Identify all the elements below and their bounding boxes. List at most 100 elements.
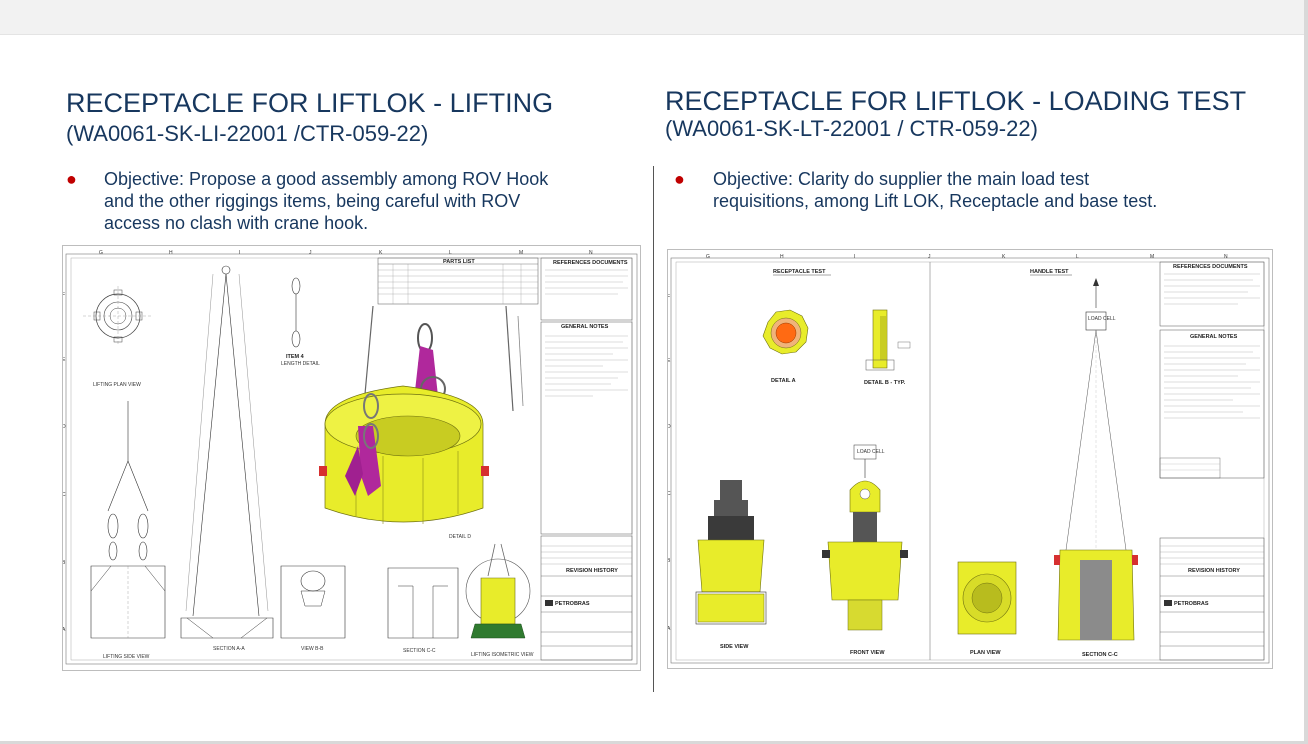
right-petrobras-logo-icon xyxy=(1164,600,1172,606)
right-general-notes: GENERAL NOTES xyxy=(1159,329,1265,479)
right-plan-view: PLAN VIEW xyxy=(957,561,1017,656)
right-row-label: D xyxy=(668,424,671,430)
left-parts-list-title: PARTS LIST xyxy=(443,259,475,265)
left-length-detail-label: LENGTH DETAIL xyxy=(281,361,320,367)
left-general-notes-title: GENERAL NOTES xyxy=(561,324,609,330)
right-row-label: A xyxy=(668,626,671,632)
left-col-label: I xyxy=(239,250,240,256)
left-drawing-svg: G H I J K L M N F E D C B A xyxy=(63,250,638,665)
right-col-label: H xyxy=(780,254,784,260)
right-title-block: REVISION HISTORY PETROBRAS xyxy=(1159,537,1265,661)
left-reference-documents-title: REFERENCES DOCUMENTS xyxy=(553,260,628,266)
right-row-label: B xyxy=(668,558,671,564)
right-plan-view-label: PLAN VIEW xyxy=(970,650,1001,656)
left-section-c-c: SECTION C-C xyxy=(387,567,459,654)
left-col-label: N xyxy=(589,250,593,256)
left-view-section-a-a-label: SECTION A-A xyxy=(213,646,245,652)
right-col-label: I xyxy=(854,254,855,260)
right-reference-documents: REFERENCES DOCUMENTS xyxy=(1159,261,1265,327)
left-parts-list-table: PARTS LIST xyxy=(377,257,539,305)
right-load-cell-small-label: LOAD CELL xyxy=(857,449,885,455)
left-col-label: H xyxy=(169,250,173,256)
left-col-label: L xyxy=(449,250,452,256)
left-general-notes: GENERAL NOTES xyxy=(540,321,633,535)
left-receptacle-3d-model: DETAIL D xyxy=(319,305,524,540)
left-detail-d-label: DETAIL D xyxy=(449,534,471,540)
right-col-label: J xyxy=(928,254,931,260)
left-view-lifting-plan-label: LIFTING PLAN VIEW xyxy=(93,382,141,388)
right-revision-history-title: REVISION HISTORY xyxy=(1188,568,1240,574)
right-company-name: PETROBRAS xyxy=(1174,601,1209,607)
right-row-label: E xyxy=(668,358,671,364)
right-section-c-c-label: SECTION C-C xyxy=(1082,652,1118,658)
left-title-block: REVISION HISTORY PETROBRAS xyxy=(540,535,633,661)
left-section-a-a: SECTION A-A xyxy=(180,265,274,652)
right-general-notes-title: GENERAL NOTES xyxy=(1190,334,1238,340)
right-side-view: SIDE VIEW xyxy=(695,480,767,650)
right-front-view-label: FRONT VIEW xyxy=(850,650,885,656)
column-divider xyxy=(653,166,654,692)
right-col-label: M xyxy=(1150,254,1154,260)
right-detail-a: DETAIL A xyxy=(762,309,809,384)
slide-right-edge xyxy=(1304,0,1308,744)
right-objective: Objective: Clarity do supplier the main … xyxy=(713,168,1273,212)
left-lifting-plan-view: LIFTING PLAN VIEW xyxy=(83,286,153,388)
right-engineering-drawing: G H I J K L M N F E D C B A RECEPTACLE T… xyxy=(667,249,1273,669)
right-handle-test-header: HANDLE TEST xyxy=(1030,269,1072,276)
right-col-label: N xyxy=(1224,254,1228,260)
right-bullet-icon: ● xyxy=(674,169,685,189)
left-engineering-drawing: G H I J K L M N F E D C B A xyxy=(62,245,641,671)
right-objective-line-2: requisitions, among Lift LOK, Receptacle… xyxy=(713,191,1158,211)
right-handle-test-title: HANDLE TEST xyxy=(1030,269,1069,275)
right-detail-b: DETAIL B - TYP. xyxy=(864,309,911,386)
left-objective-line-1: Objective: Propose a good assembly among… xyxy=(104,169,549,189)
left-section-c-c-label: SECTION C-C xyxy=(403,648,436,654)
left-title: RECEPTACLE FOR LIFTLOK - LIFTING xyxy=(66,88,554,118)
left-view-lifting-side-label: LIFTING SIDE VIEW xyxy=(103,654,150,660)
right-front-view: LOAD CELL FRONT VIEW xyxy=(822,444,908,656)
right-col-label: L xyxy=(1076,254,1079,260)
slide-bottom-edge xyxy=(0,741,1308,744)
left-objective: Objective: Propose a good assembly among… xyxy=(104,168,644,234)
left-col-label: J xyxy=(309,250,312,256)
right-side-view-label: SIDE VIEW xyxy=(720,644,749,650)
left-row-label: B xyxy=(63,560,66,566)
left-view-b-b-label: VIEW B-B xyxy=(301,646,324,652)
left-lifting-side-view: LIFTING SIDE VIEW xyxy=(90,401,166,660)
right-detail-b-label: DETAIL B - TYP. xyxy=(864,380,906,386)
left-petrobras-logo-icon xyxy=(545,600,553,606)
left-subtitle: (WA0061-SK-LI-22001 /CTR-059-22) xyxy=(66,121,429,146)
right-reference-documents-title: REFERENCES DOCUMENTS xyxy=(1173,264,1248,270)
right-subtitle: (WA0061-SK-LT-22001 / CTR-059-22) xyxy=(665,116,1038,141)
right-detail-a-label: DETAIL A xyxy=(771,378,796,384)
left-objective-line-3: access no clash with crane hook. xyxy=(104,213,369,233)
left-item-4-detail: ITEM 4 LENGTH DETAIL xyxy=(281,277,320,367)
right-weight-table xyxy=(1159,457,1221,479)
right-drawing-svg: G H I J K L M N F E D C B A RECEPTACLE T… xyxy=(668,254,1270,664)
left-col-label: K xyxy=(379,250,383,256)
left-lifting-isometric-label: LIFTING ISOMETRIC VIEW xyxy=(471,652,534,658)
right-title: RECEPTACLE FOR LIFTLOK - LOADING TEST xyxy=(665,86,1247,116)
left-col-label: M xyxy=(519,250,523,256)
right-receptacle-test-title: RECEPTACLE TEST xyxy=(773,269,826,275)
left-lifting-isometric-view: LIFTING ISOMETRIC VIEW xyxy=(465,543,534,658)
left-row-label: E xyxy=(63,357,66,363)
left-view-b-b: VIEW B-B xyxy=(280,565,346,652)
left-bullet-icon: ● xyxy=(66,169,77,189)
left-row-label: C xyxy=(63,492,66,498)
left-company-name: PETROBRAS xyxy=(555,601,590,607)
right-load-cell-label: LOAD CELL xyxy=(1088,316,1116,322)
left-objective-line-2: and the other riggings items, being care… xyxy=(104,191,521,211)
left-col-label: G xyxy=(99,250,103,256)
right-col-label: G xyxy=(706,254,710,260)
slide-top-band xyxy=(0,0,1308,35)
right-row-label: F xyxy=(668,294,670,300)
left-item-4-label: ITEM 4 xyxy=(286,354,305,360)
right-col-label: K xyxy=(1002,254,1006,260)
left-row-label: F xyxy=(63,292,65,298)
right-objective-line-1: Objective: Clarity do supplier the main … xyxy=(713,169,1090,189)
right-handle-test-view: LOAD CELL SECTION C-C xyxy=(1054,278,1138,658)
left-row-label: D xyxy=(63,424,66,430)
left-row-label: A xyxy=(63,627,66,633)
